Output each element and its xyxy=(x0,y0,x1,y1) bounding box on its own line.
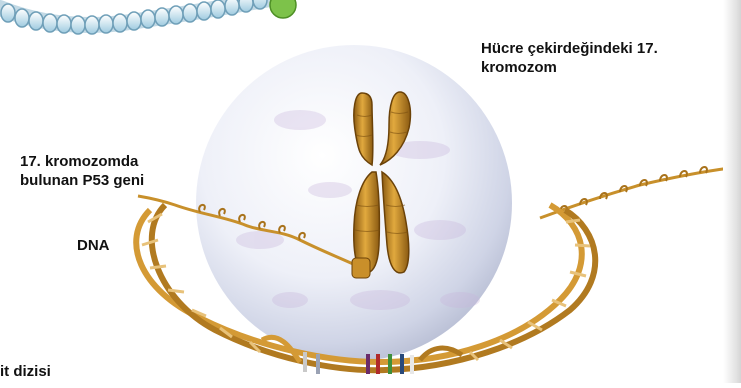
nucleus-label-text: Hücre çekirdeğindeki 17. kromozom xyxy=(481,39,731,77)
p53-label-line-2: bulunan P53 geni xyxy=(20,171,144,190)
sequence-label: it dizisi xyxy=(0,362,51,381)
chromatin-chain-icon xyxy=(0,0,296,34)
highlight-bead-icon xyxy=(270,0,296,18)
nucleus-sphere xyxy=(196,45,512,361)
p53-gene-label: 17. kromozomda bulunan P53 geni xyxy=(20,152,144,190)
dna-label: DNA xyxy=(77,236,110,255)
nucleus-label: Hücre çekirdeğindeki 17. kromozom xyxy=(481,39,731,77)
p53-label-line-1: 17. kromozomda xyxy=(20,152,144,171)
